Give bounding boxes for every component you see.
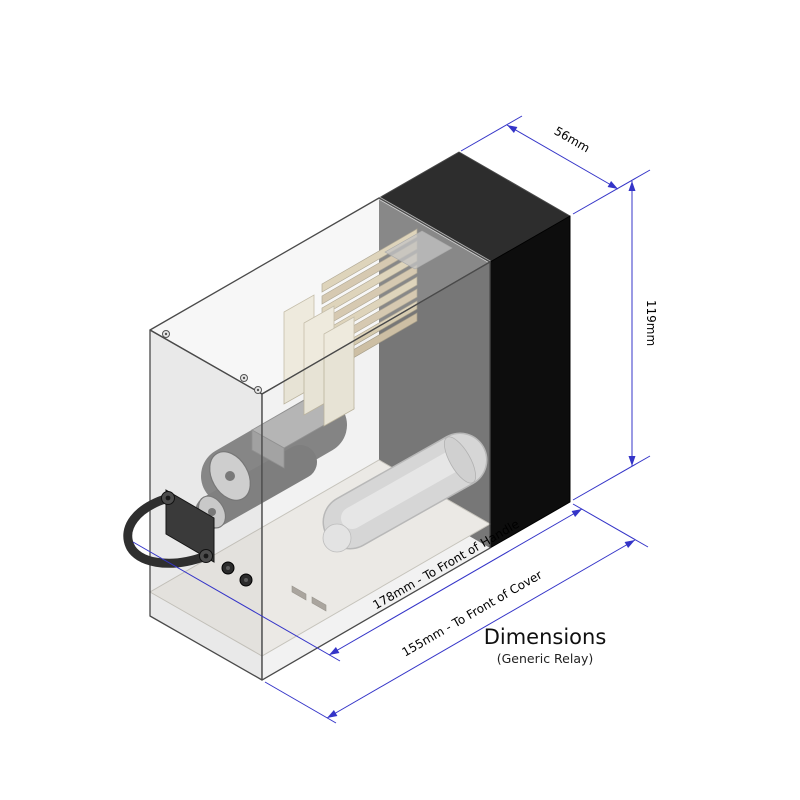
- extension-line-height-bottom: [572, 455, 651, 501]
- cover-screw-dot: [256, 388, 260, 392]
- extension-line-handle-front: [132, 541, 341, 662]
- cover-screw-dot: [164, 332, 168, 336]
- handle-loop: [123, 493, 211, 568]
- cylinder-end-cap: [443, 436, 477, 484]
- extension-line-rear-bottom: [572, 503, 649, 548]
- extension-line-width-right-height-top: [572, 169, 651, 215]
- handle-pivot-dot: [203, 553, 209, 559]
- relay-handle: [123, 489, 253, 587]
- cover-screw-dot: [242, 376, 246, 380]
- base-slot: [311, 596, 327, 612]
- dim-line-56mm: [506, 124, 619, 190]
- dimension-height: 119mm: [628, 181, 658, 466]
- terminal-knob-dot: [244, 578, 248, 582]
- relay-cover: [149, 196, 491, 681]
- handle-pivot-dot: [165, 495, 171, 501]
- terminal-knob-dot: [226, 566, 230, 570]
- dim-label-56mm: 56mm: [552, 124, 592, 155]
- drawing-title: Dimensions: [484, 625, 607, 649]
- drawing-title-block: Dimensions (Generic Relay): [484, 625, 607, 666]
- base-slot: [291, 585, 307, 601]
- rear-block-right-face: [489, 215, 571, 549]
- extension-line-width-left: [460, 115, 523, 152]
- drawing-subtitle: (Generic Relay): [497, 651, 594, 666]
- dim-line-155mm: [326, 539, 636, 719]
- extension-line-cover-front: [264, 681, 337, 724]
- handle-bracket: [165, 489, 215, 563]
- dimension-width: 56mm: [506, 124, 619, 190]
- dim-label-119mm: 119mm: [644, 300, 658, 346]
- cylinder-highlight: [341, 447, 469, 529]
